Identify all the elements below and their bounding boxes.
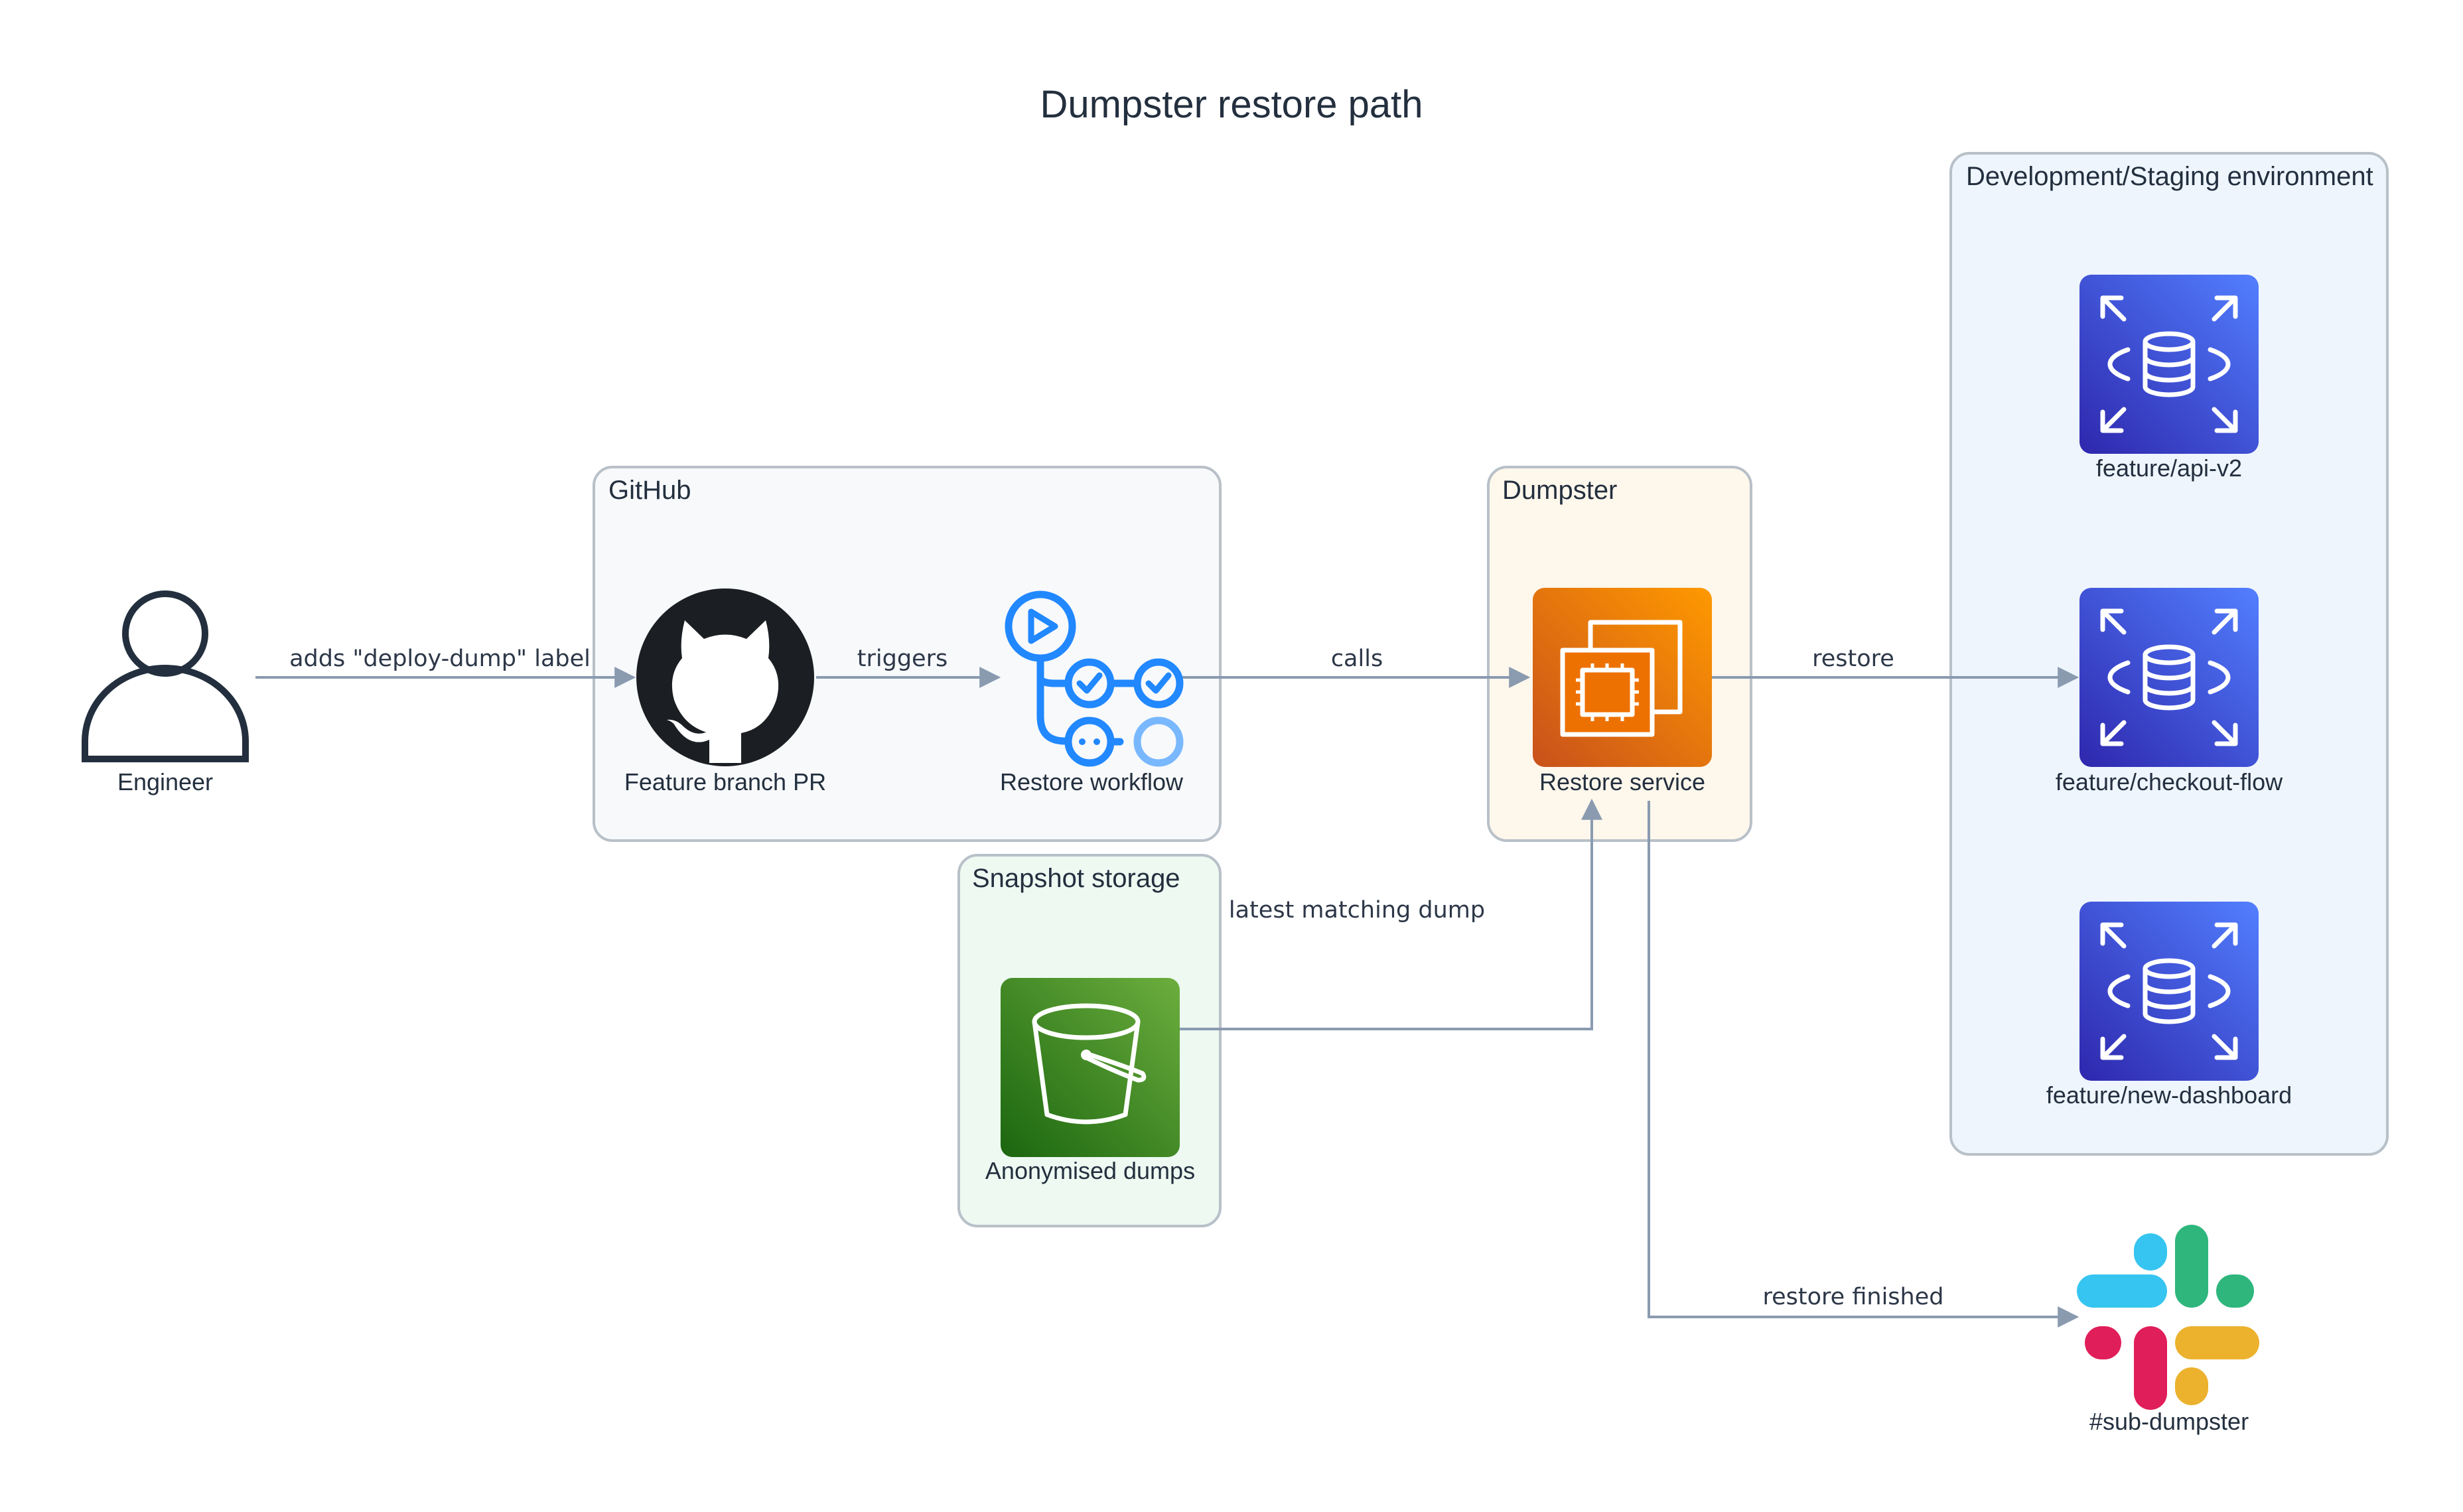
pr-node: Feature branch PR (624, 588, 826, 795)
slack-label: #sub-dumpster (2089, 1408, 2249, 1435)
engineer-label: Engineer (117, 768, 213, 795)
github-actions-icon (1005, 590, 1184, 767)
db-label-new-dashboard: feature/new-dashboard (2046, 1081, 2292, 1109)
service-label: Restore service (1539, 768, 1705, 795)
edge-label-triggers: triggers (857, 646, 948, 672)
edges (255, 667, 2079, 1328)
diagram-title: Dumpster restore path (1040, 83, 1423, 126)
github-group-label: GitHub (608, 476, 691, 505)
edge-label-add-label: adds "deploy-dump" label (289, 646, 591, 672)
dumps-node: Anonymised dumps (985, 978, 1195, 1184)
slack-node: #sub-dumpster (2077, 1225, 2259, 1435)
edge-label-restore-finished: restore finished (1763, 1284, 1944, 1310)
edge-label-calls: calls (1331, 646, 1383, 672)
edge-dumps-to-service (1180, 798, 1602, 1030)
db-node-checkout-flow: feature/checkout-flow (2056, 588, 2283, 795)
service-node: Restore service (1533, 588, 1712, 795)
environment-group-label: Development/Staging environment (1966, 162, 2373, 191)
engineer-node: Engineer (82, 590, 249, 795)
snapshot-storage-group-label: Snapshot storage (972, 864, 1180, 893)
workflow-node: Restore workflow (1000, 590, 1184, 795)
pr-label: Feature branch PR (624, 768, 826, 795)
workflow-label: Restore workflow (1000, 768, 1184, 795)
slack-icon (2077, 1225, 2259, 1410)
db-label-api-v2: feature/api-v2 (2096, 454, 2242, 482)
github-icon (636, 588, 814, 766)
dumpster-group-label: Dumpster (1502, 476, 1617, 505)
edge-service-to-slack (1648, 801, 2079, 1328)
edge-label-latest-matching-dump: latest matching dump (1229, 897, 1485, 924)
db-node-new-dashboard: feature/new-dashboard (2046, 902, 2292, 1109)
dumps-label: Anonymised dumps (985, 1157, 1195, 1184)
user-icon (82, 590, 249, 762)
db-node-api-v2: feature/api-v2 (2079, 275, 2259, 482)
edge-label-restore: restore (1812, 646, 1894, 672)
db-label-checkout-flow: feature/checkout-flow (2056, 768, 2283, 795)
